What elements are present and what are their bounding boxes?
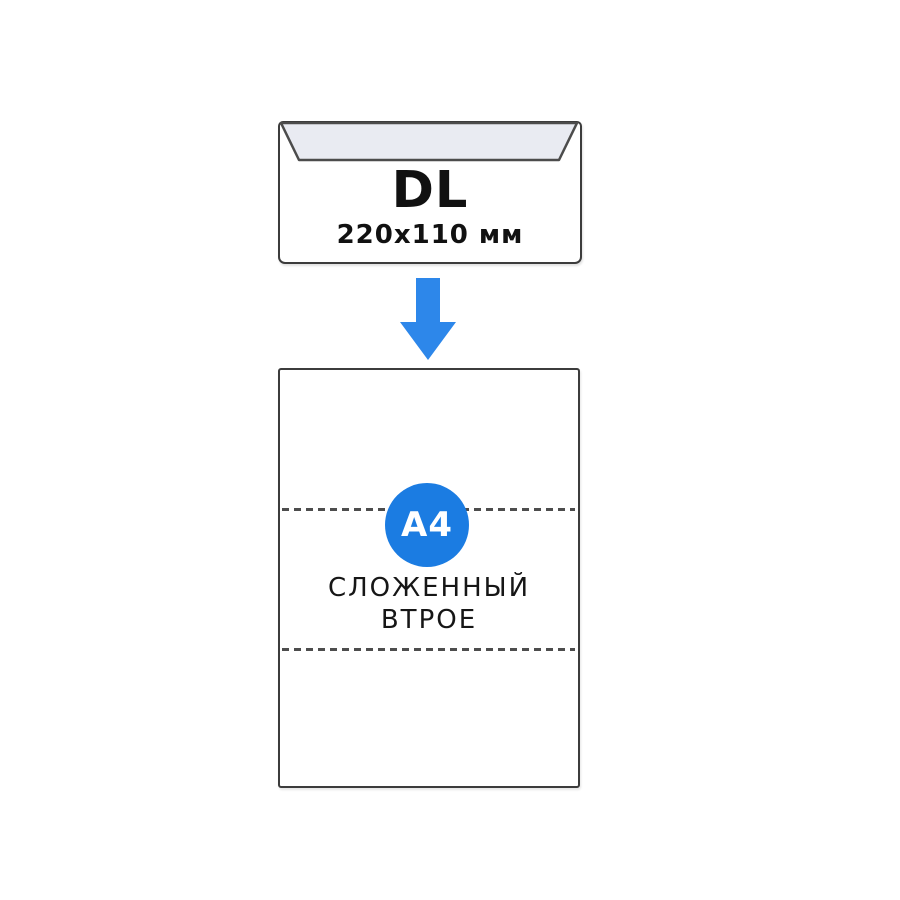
envelope-flap-shape xyxy=(279,122,579,162)
dl-envelope: DL 220x110 мм xyxy=(278,121,582,264)
a4-badge: A4 xyxy=(385,483,469,567)
envelope-format-label: DL xyxy=(391,161,469,220)
arrow-down-shape xyxy=(400,278,456,360)
fold-line-bottom xyxy=(282,648,575,651)
a4-sheet: A4 СЛОЖЕННЫЙ ВТРОЕ xyxy=(278,368,580,788)
envelope-flap xyxy=(279,122,579,162)
a4-badge-label: A4 xyxy=(401,505,453,545)
arrow-down-icon xyxy=(400,278,456,360)
sheet-caption-line2: ВТРОЕ xyxy=(380,605,478,635)
sheet-caption: СЛОЖЕННЫЙ ВТРОЕ xyxy=(280,572,578,636)
sheet-caption-line1: СЛОЖЕННЫЙ xyxy=(327,573,531,603)
envelope-size-label: 220x110 мм xyxy=(336,220,524,250)
